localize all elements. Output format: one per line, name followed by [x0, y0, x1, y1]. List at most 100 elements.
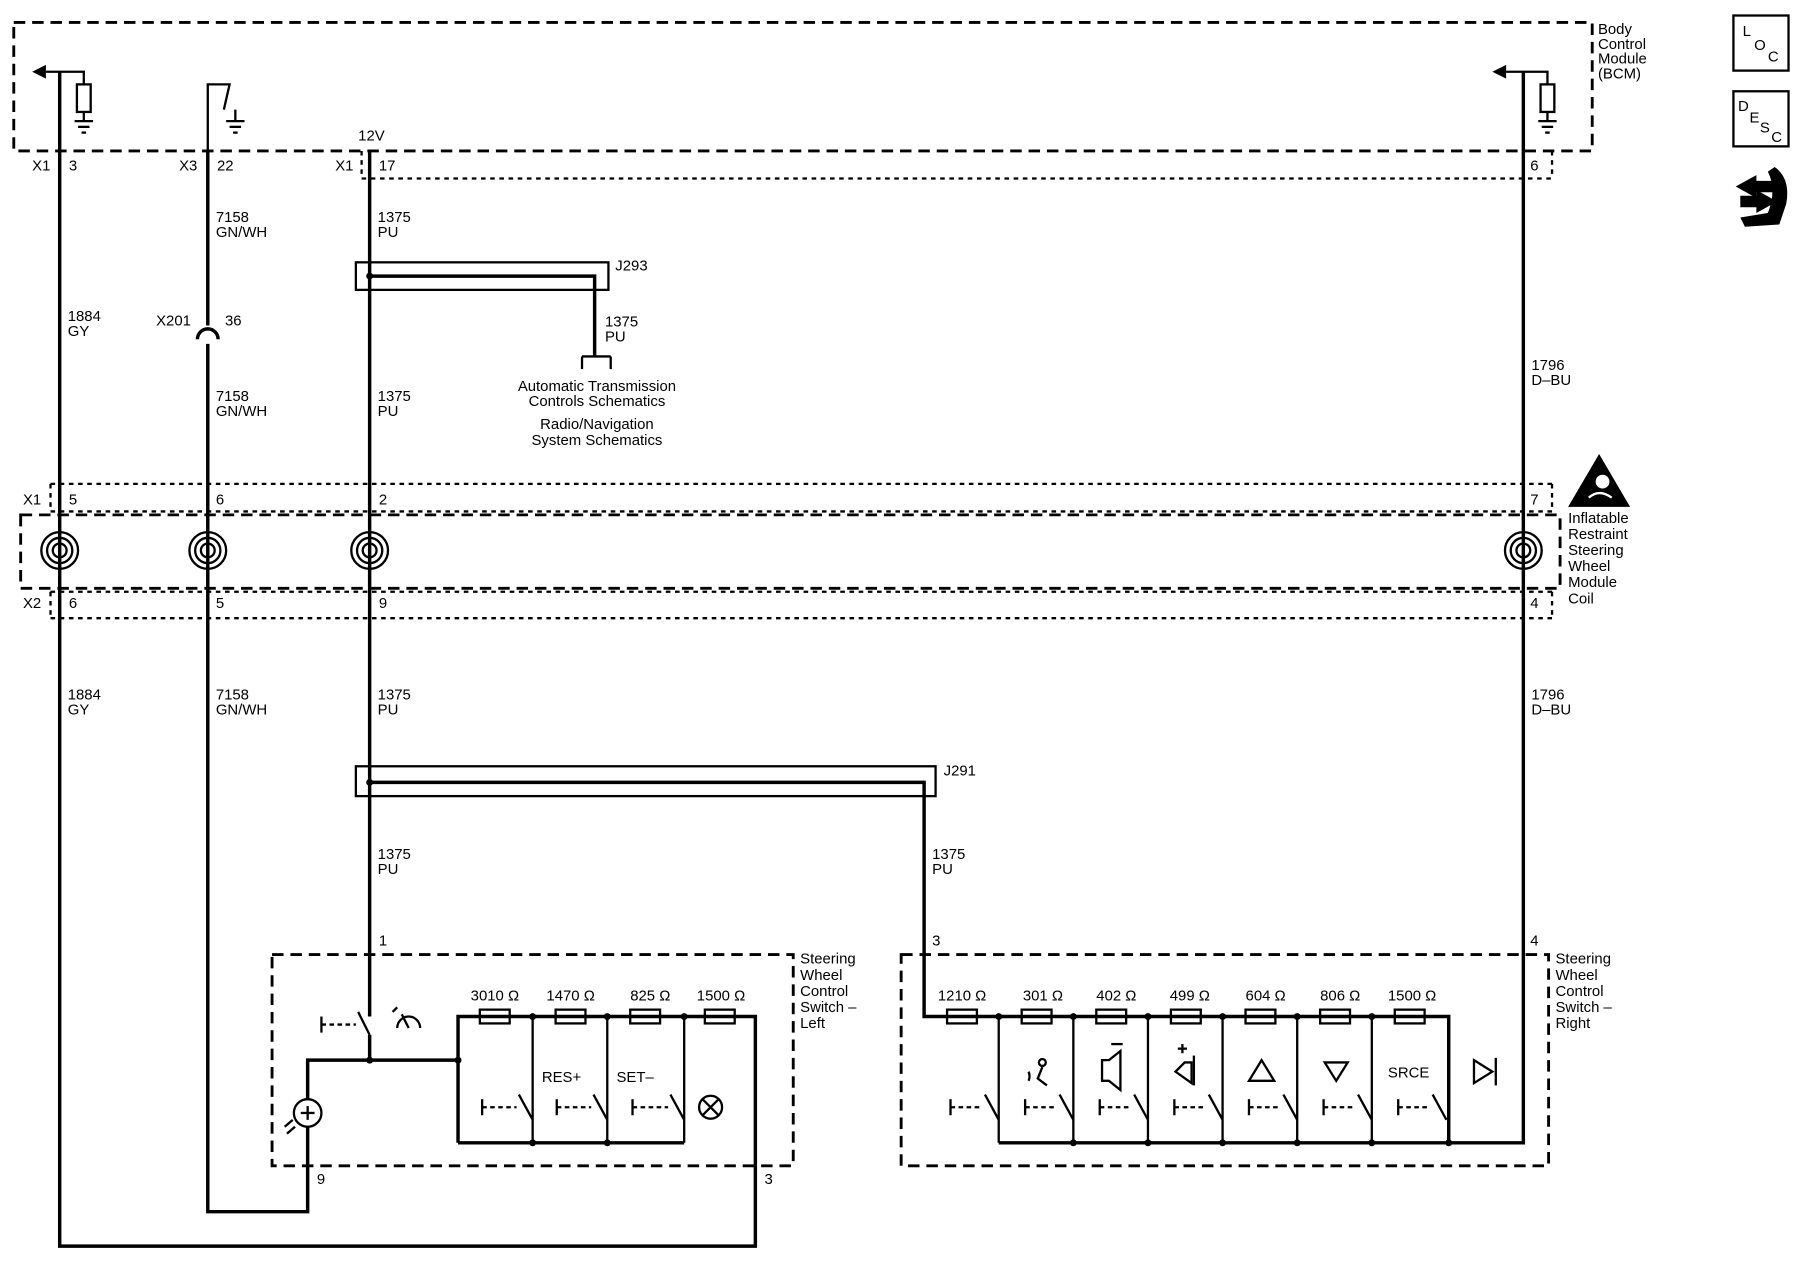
bcm-label-4: (BCM): [1598, 66, 1641, 83]
wire-1375-color-5: PU: [932, 861, 953, 878]
coil-pin-bottom-3: 9: [379, 595, 387, 612]
wire-7158-color-1: GN/WH: [216, 224, 267, 241]
wire-1375-num-1: 1375: [378, 209, 411, 226]
wire-7158-num-3: 7158: [216, 687, 249, 704]
wire-7158-num-2: 7158: [216, 388, 249, 405]
ref-atc-2: Controls Schematics: [529, 393, 666, 410]
swc-right-module: Steering Wheel Control Switch – Right 3 …: [899, 932, 1613, 1168]
wire-1375-num-5: 1375: [932, 846, 965, 863]
wire-1375-num-2: 1375: [378, 388, 411, 405]
wire-1375-num-j293: 1375: [605, 314, 638, 331]
desc-E: E: [1749, 109, 1759, 126]
wire-1796-color-2: D–BU: [1531, 702, 1571, 719]
x201-pin: 36: [225, 312, 242, 329]
airbag-warning-icon: [1568, 454, 1631, 507]
swc-right-label-2: Wheel: [1555, 967, 1597, 984]
junction-dots: [995, 1013, 1453, 1147]
description-icon[interactable]: D E S C: [1732, 90, 1790, 148]
wire-1884-color-2: GY: [68, 702, 90, 719]
switch-left-3: [631, 1016, 686, 1143]
swc-left-pin-1: 1: [379, 932, 387, 949]
coil-label-1: Inflatable: [1568, 510, 1629, 527]
ref-atc-1: Automatic Transmission: [518, 378, 676, 395]
wire-7158-color-3: GN/WH: [216, 702, 267, 719]
wire-1796: [1448, 71, 1526, 1145]
wire-7158-color-2: GN/WH: [216, 403, 267, 420]
res-right-1: 1210 Ω: [938, 987, 986, 1004]
res-plus-label: RES+: [542, 1069, 581, 1086]
switch-left-2: [555, 1016, 609, 1143]
splice-j291: J291: [354, 762, 976, 1019]
bcm-conn-x1-a: X1: [32, 157, 50, 174]
swc-left-pin-9: 9: [317, 1171, 325, 1188]
switch-right-legs: [997, 1016, 1373, 1143]
desc-S: S: [1760, 120, 1770, 137]
swc-right-label-3: Control: [1555, 983, 1603, 1000]
wire-1884-num-2: 1884: [68, 687, 101, 704]
swc-left-label-1: Steering: [800, 951, 856, 968]
srce-label: SRCE: [1388, 1064, 1429, 1081]
bcm-pin-3: 3: [69, 157, 77, 174]
res-right-4: 499 Ω: [1170, 987, 1210, 1004]
res-right-3: 402 Ω: [1096, 987, 1136, 1004]
bcm-ground-switch: [206, 83, 245, 151]
coil-pin-top-1: 5: [69, 492, 77, 509]
coil-conn-x1: X1: [23, 492, 41, 509]
wire-1796-color-1: D–BU: [1531, 372, 1571, 389]
res-left-1: 3010 Ω: [471, 987, 519, 1004]
coil-label-4: Wheel: [1568, 558, 1610, 575]
wire-1796-num-1: 1796: [1531, 357, 1564, 374]
coil-pin-top-4: 7: [1530, 492, 1538, 509]
next-icon: [1472, 1057, 1497, 1086]
bcm-label-3: Module: [1598, 51, 1647, 68]
bcm-pullup-left: [32, 64, 93, 134]
splice-j293: J293 1375 PU: [354, 257, 648, 370]
j293-label: J293: [615, 257, 647, 274]
voice-icon: [1027, 1057, 1048, 1087]
wire-7158: [206, 150, 310, 1214]
ref-radio-2: System Schematics: [531, 432, 662, 449]
swc-right-label-1: Steering: [1555, 951, 1611, 968]
cancel-x-icon: [697, 1094, 724, 1120]
swc-right-label-4: Switch –: [1555, 999, 1612, 1016]
connector-tool-icon[interactable]: [1735, 167, 1788, 227]
ref-radio-1: Radio/Navigation: [540, 416, 654, 433]
wire-1375-color-1: PU: [378, 224, 399, 241]
x201-connector: X201 36: [156, 312, 242, 340]
swc-left-module: Steering Wheel Control Switch – Left 1 9…: [270, 932, 857, 1188]
wire-1375-color-2: PU: [378, 403, 399, 420]
cruise-icon: [391, 1006, 422, 1029]
wire-1884-num-1: 1884: [68, 308, 101, 325]
location-icon[interactable]: L O C: [1732, 14, 1790, 72]
bcm-conn-x3: X3: [179, 157, 197, 174]
coil-pin-bottom-4: 4: [1530, 595, 1538, 612]
loc-L: L: [1743, 23, 1751, 40]
bcm-pin-17: 17: [379, 157, 396, 174]
swc-right-pin-4: 4: [1530, 932, 1538, 949]
swc-left-pin-3: 3: [765, 1171, 773, 1188]
bcm-pin-22: 22: [217, 157, 234, 174]
res-right-5: 604 Ω: [1246, 987, 1286, 1004]
volume-down-icon: [1100, 1042, 1123, 1093]
swc-left-label-5: Left: [800, 1015, 826, 1032]
coil-pin-bottom-2: 5: [216, 595, 224, 612]
seek-up-icon: [1246, 1057, 1277, 1082]
lamp-icon: [283, 1058, 370, 1166]
wire-1375-color-j293: PU: [605, 329, 626, 346]
bcm-label-2: Control: [1598, 36, 1646, 53]
res-right-7: 1500 Ω: [1388, 987, 1436, 1004]
coil-pin-bottom-1: 6: [69, 595, 77, 612]
bcm-pin-6: 6: [1530, 157, 1538, 174]
bcm-conn-x1-b: X1: [335, 157, 353, 174]
bcm-module: Body Control Module (BCM): [12, 21, 1647, 180]
x201-label: X201: [156, 312, 191, 329]
wire-1375-color-4: PU: [378, 861, 399, 878]
wire-1884: [57, 71, 758, 1248]
coil-conn-x2: X2: [23, 595, 41, 612]
bcm-label-1: Body: [1598, 21, 1633, 38]
res-left-2: 1470 Ω: [546, 987, 594, 1004]
res-right-2: 301 Ω: [1023, 987, 1063, 1004]
switch-right-contacts: [949, 1094, 1448, 1121]
